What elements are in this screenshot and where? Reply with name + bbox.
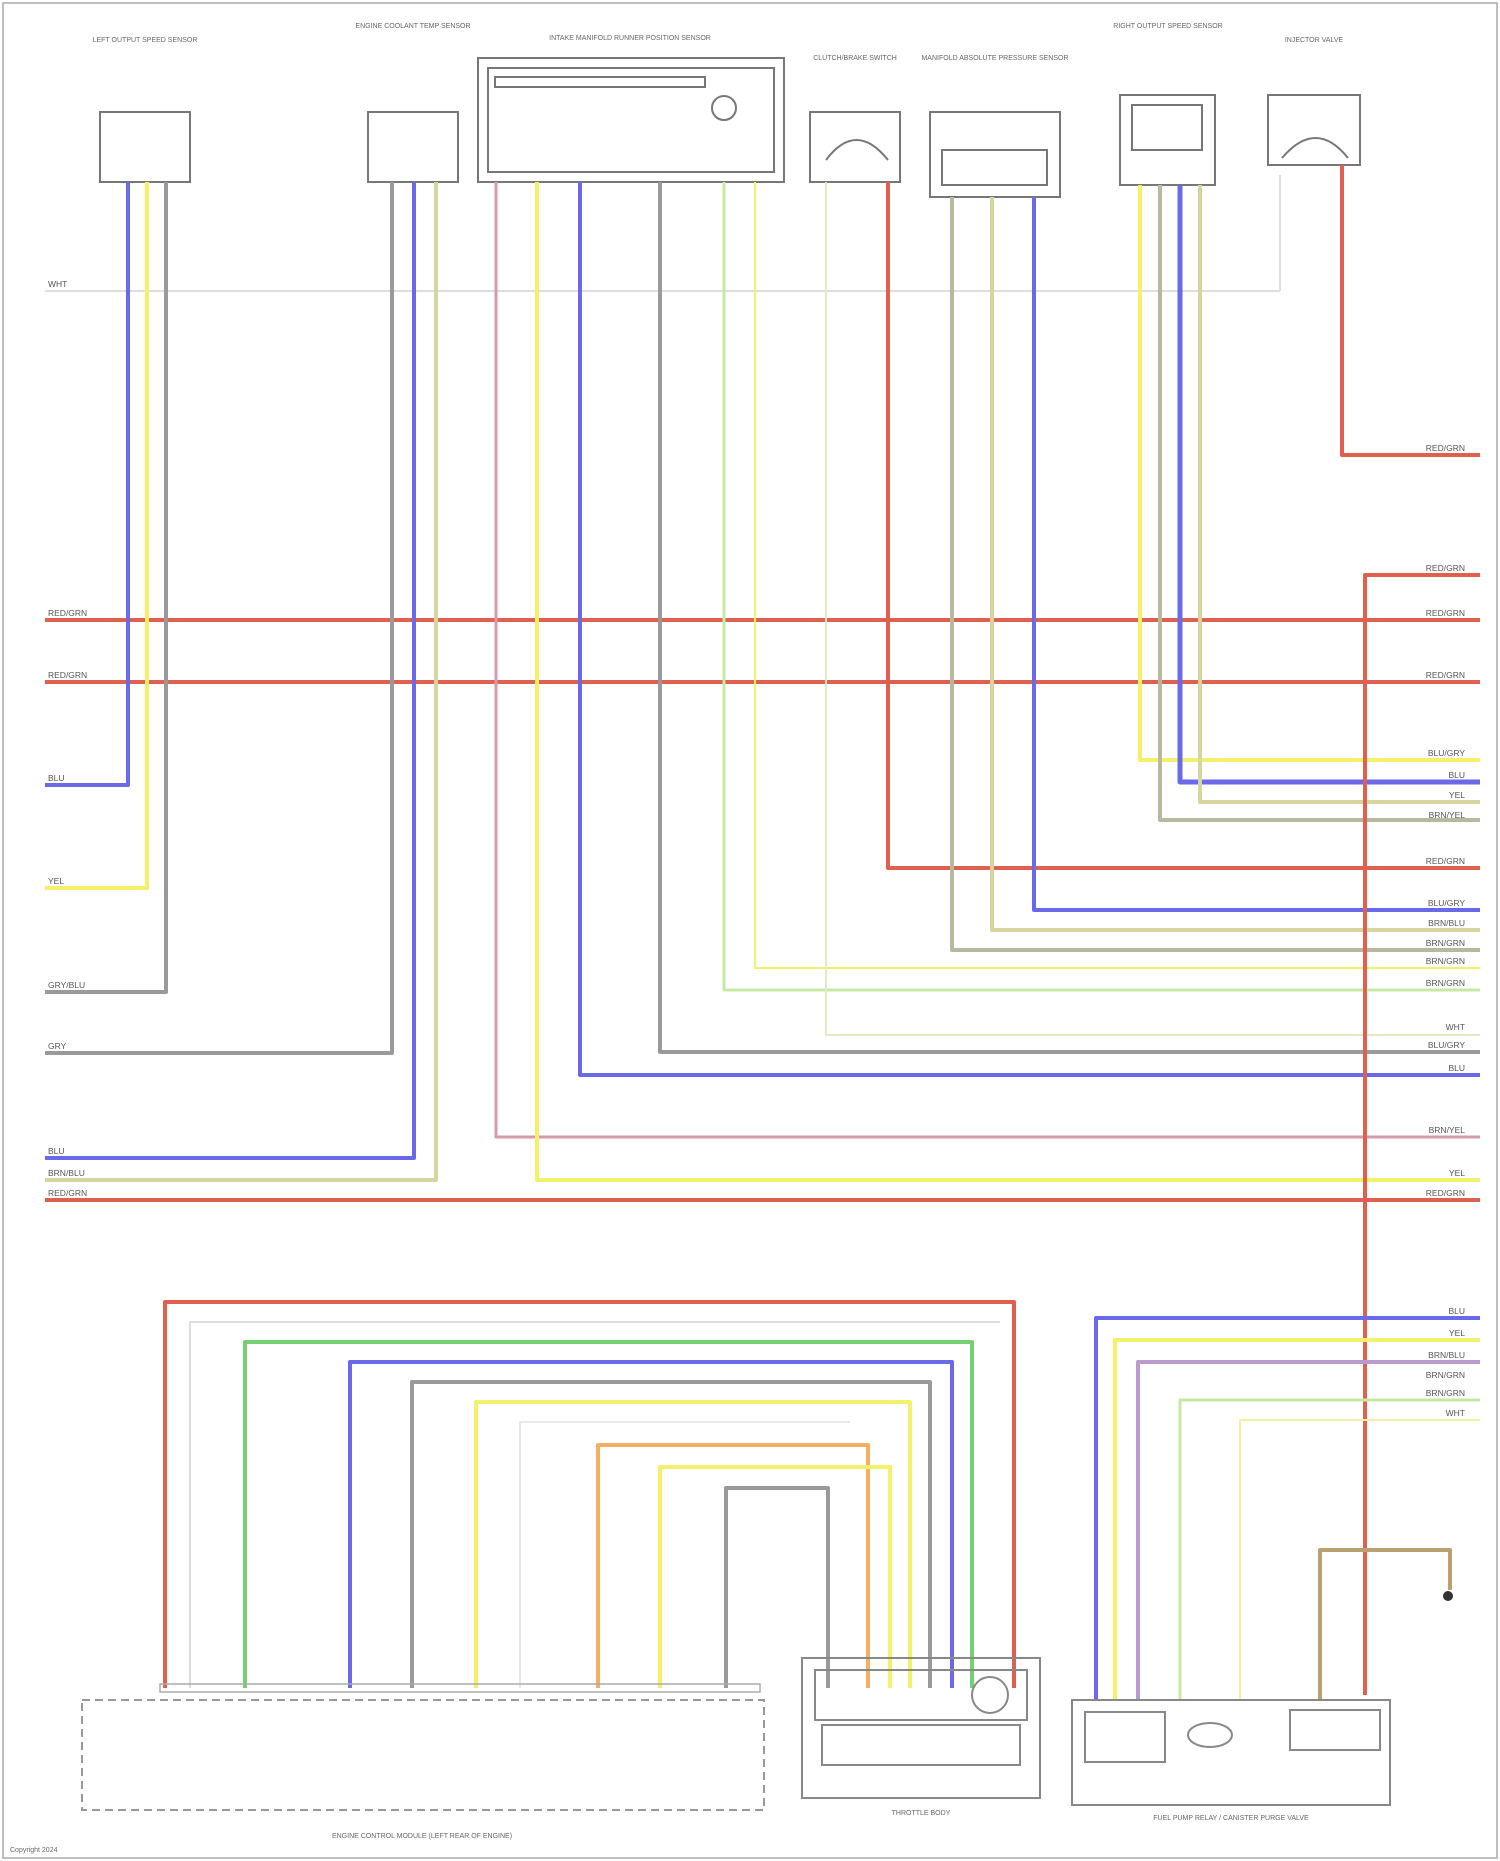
right-label-1: RED/GRN (1426, 563, 1465, 573)
ground-point (1443, 1591, 1453, 1601)
label-throttle: THROTTLE BODY (892, 1810, 951, 1817)
label-comp-4: MANIFOLD ABSOLUTE PRESSURE SENSOR (921, 55, 1068, 62)
right-label-3: RED/GRN (1426, 670, 1465, 680)
right-label-19: RED/GRN (1426, 1188, 1465, 1198)
left-label-7: BLU (48, 1146, 65, 1156)
label-comp-6: INJECTOR VALVE (1285, 37, 1344, 44)
right-label-22: BRN/BLU (1428, 1350, 1465, 1360)
label-fuel-pump: FUEL PUMP RELAY / CANISTER PURGE VALVE (1153, 1815, 1309, 1822)
right-label-20: BLU (1448, 1306, 1465, 1316)
right-label-0: RED/GRN (1426, 443, 1465, 453)
left-label-1: RED/GRN (48, 608, 87, 618)
right-label-15: BLU/GRY (1428, 1040, 1465, 1050)
left-label-0: WHT (48, 279, 67, 289)
component-clutch-brake-switch (810, 112, 900, 182)
right-label-9: BLU/GRY (1428, 898, 1465, 908)
left-label-9: RED/GRN (48, 1188, 87, 1198)
label-ecm: ENGINE CONTROL MODULE (LEFT REAR OF ENGI… (332, 1833, 512, 1840)
component-left-output-speed-sensor (100, 112, 190, 182)
wires (45, 165, 1480, 1700)
component-throttle-body (802, 1658, 1040, 1798)
left-wire-labels: WHT RED/GRN RED/GRN BLU YEL GRY/BLU GRY … (48, 279, 87, 1198)
right-label-21: YEL (1449, 1328, 1465, 1338)
label-comp-2: INTAKE MANIFOLD RUNNER POSITION SENSOR (549, 35, 711, 42)
right-label-18: YEL (1449, 1168, 1465, 1178)
component-map-sensor (930, 112, 1060, 197)
left-label-3: BLU (48, 773, 65, 783)
component-ecm (82, 1700, 764, 1810)
component-right-output-speed-sensor (1120, 95, 1215, 185)
right-label-12: BRN/GRN (1426, 956, 1465, 966)
right-label-11: BRN/GRN (1426, 938, 1465, 948)
component-injector-valve (1268, 95, 1360, 165)
right-label-13: BRN/GRN (1426, 978, 1465, 988)
label-comp-5: RIGHT OUTPUT SPEED SENSOR (1113, 23, 1222, 30)
label-comp-1: ENGINE COOLANT TEMP SENSOR (355, 23, 470, 30)
left-label-2: RED/GRN (48, 670, 87, 680)
right-label-7: BRN/YEL (1429, 810, 1466, 820)
right-label-10: BRN/BLU (1428, 918, 1465, 928)
component-intake-manifold-runner (478, 58, 784, 182)
footer-copyright: Copyright 2024 (10, 1847, 58, 1854)
right-label-5: BLU (1448, 770, 1465, 780)
top-component-labels: LEFT OUTPUT SPEED SENSOR ENGINE COOLANT … (93, 23, 1344, 62)
left-label-8: BRN/BLU (48, 1168, 85, 1178)
right-label-4: BLU/GRY (1428, 748, 1465, 758)
label-comp-3: CLUTCH/BRAKE SWITCH (813, 55, 897, 62)
component-fuel-pump-relay (1072, 1700, 1390, 1805)
right-label-23: BRN/GRN (1426, 1370, 1465, 1380)
left-label-4: YEL (48, 876, 64, 886)
right-label-25: WHT (1446, 1408, 1465, 1418)
right-label-16: BLU (1448, 1063, 1465, 1073)
right-label-2: RED/GRN (1426, 608, 1465, 618)
ecm-pins (160, 1684, 760, 1692)
right-label-6: YEL (1449, 790, 1465, 800)
bottom-component-labels: ENGINE CONTROL MODULE (LEFT REAR OF ENGI… (332, 1810, 1309, 1840)
right-label-14: WHT (1446, 1022, 1465, 1032)
label-comp-0: LEFT OUTPUT SPEED SENSOR (93, 37, 198, 44)
right-label-8: RED/GRN (1426, 856, 1465, 866)
left-label-5: GRY/BLU (48, 980, 85, 990)
right-label-17: BRN/YEL (1429, 1125, 1466, 1135)
right-label-24: BRN/GRN (1426, 1388, 1465, 1398)
left-label-6: GRY (48, 1041, 67, 1051)
component-engine-coolant-temp-sensor (368, 112, 458, 182)
